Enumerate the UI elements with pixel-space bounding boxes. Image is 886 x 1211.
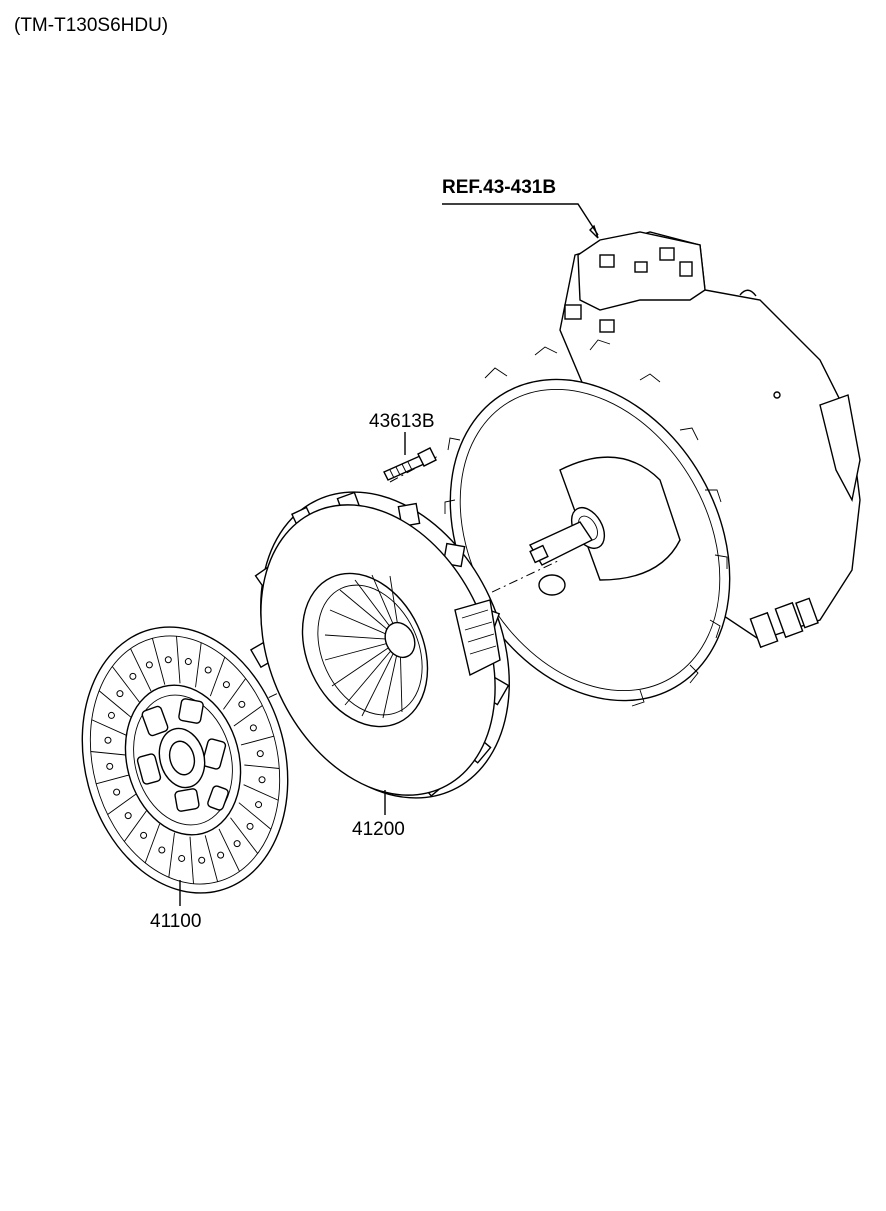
disc-rivet	[129, 672, 137, 680]
reference-label: REF.43-431B	[442, 177, 557, 198]
disc-segment-line	[243, 784, 279, 801]
disc-segment-line	[204, 835, 219, 882]
disc-segment-line	[123, 810, 147, 842]
disc-segment-line	[98, 690, 132, 718]
disc-segment-line	[96, 774, 130, 785]
disc-segment-line	[151, 638, 166, 685]
disc-segment-line	[189, 836, 194, 884]
disc-rivet	[145, 661, 153, 669]
disc-rivet	[222, 681, 230, 689]
disc-rivet	[158, 846, 166, 854]
bolt-43613B	[383, 447, 437, 481]
disc-segment-line	[244, 764, 280, 769]
disc-rivet	[184, 658, 192, 666]
part-number-43613B: 43613B	[369, 411, 435, 432]
part-number-41100: 41100	[150, 911, 202, 932]
part-number-41200: 41200	[352, 819, 405, 840]
disc-segment-line	[130, 648, 152, 692]
disc-segment-line	[238, 802, 272, 830]
disc-rivet	[124, 812, 132, 820]
disc-segment-line	[218, 828, 240, 872]
disc-rivet	[178, 854, 186, 862]
disc-rivet	[233, 840, 241, 848]
disc-rivet	[106, 762, 114, 770]
disc-segment-line	[233, 705, 263, 727]
disc-segment-line	[240, 735, 274, 746]
disc-rivet	[107, 711, 115, 719]
disc-segment-line	[111, 666, 140, 703]
disc-rivet	[116, 690, 124, 698]
reference-leader-line	[442, 203, 599, 236]
disc-segment-line	[209, 656, 226, 697]
disc-rivet	[198, 856, 206, 864]
model-code-label: (TM-T130S6HDU)	[14, 15, 169, 36]
disc-rivet	[238, 700, 246, 708]
disc-segment-line	[176, 636, 181, 684]
assembly-axis-line	[199, 559, 561, 731]
disc-rivet	[204, 666, 212, 674]
disc-rivet	[255, 801, 263, 809]
disc-segment-line	[107, 793, 137, 815]
disc-rivet	[140, 831, 148, 839]
clutch-cover-41200	[249, 491, 510, 799]
disc-rivet	[164, 656, 172, 664]
disc-segment-line	[168, 832, 175, 878]
disc-segment-line	[195, 642, 202, 688]
disc-rivet	[104, 736, 112, 744]
disc-rivet	[249, 724, 257, 732]
disc-segment-line	[91, 719, 127, 736]
disc-rivet	[217, 851, 225, 859]
disc-segment-line	[144, 823, 161, 864]
disc-segment-line	[90, 751, 126, 756]
disc-segment-line	[223, 678, 247, 710]
disc-rivet	[246, 822, 254, 830]
disc-rivet	[113, 788, 121, 796]
disc-rivet	[256, 750, 264, 758]
transmission-assembly	[444, 231, 861, 707]
disc-segment-line	[230, 817, 259, 854]
clutch-disc-41100	[81, 626, 289, 894]
disc-rivet	[258, 776, 266, 784]
